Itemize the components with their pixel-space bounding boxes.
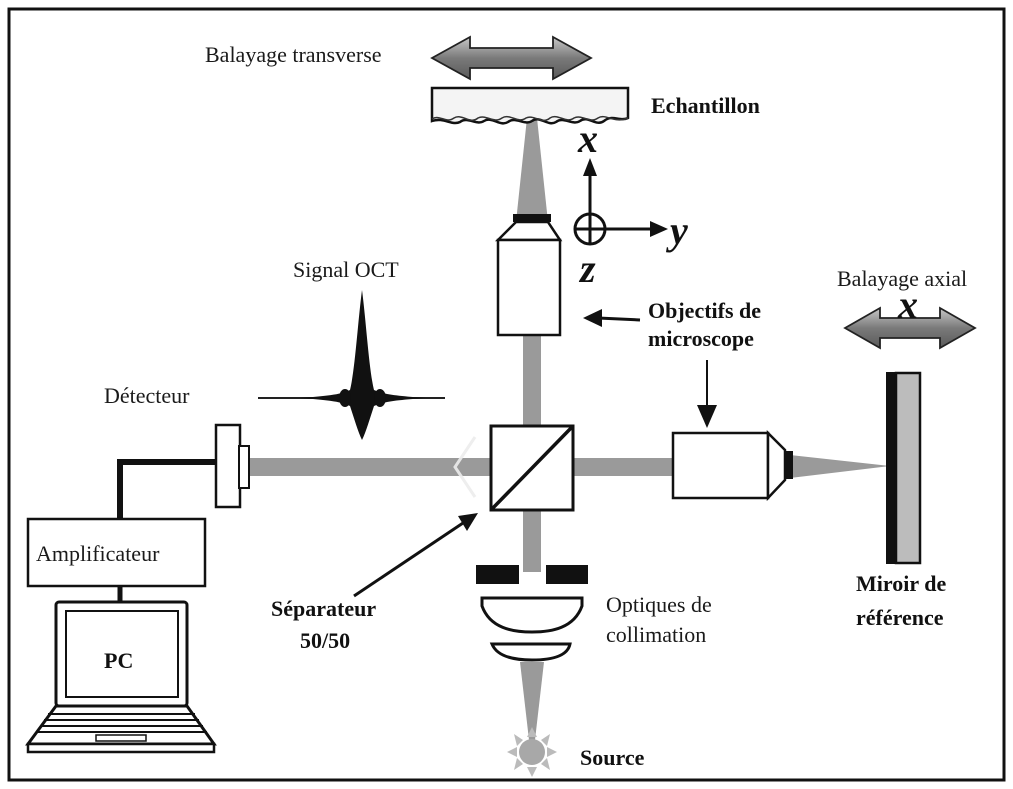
axial-scan-arrow <box>843 306 977 350</box>
collimation-optics <box>476 565 588 662</box>
label-miroir-line1: Miroir de <box>856 571 946 596</box>
label-objectifs-line1: Objectifs de <box>648 298 761 323</box>
label-detecteur: Détecteur <box>104 383 190 408</box>
source-beam-cone <box>520 662 544 740</box>
transverse-scan-arrow <box>430 35 593 81</box>
label-separateur-line2: 50/50 <box>300 628 350 653</box>
return-arrow <box>453 436 477 498</box>
label-pc: PC <box>104 648 133 673</box>
vertical-beam-upper <box>523 335 541 428</box>
oct-signal-waveform <box>258 290 445 440</box>
axis-y-label: y <box>666 208 688 253</box>
splitter-pointer-head <box>458 513 478 531</box>
axis-z-label: z <box>578 246 596 291</box>
objective-pointer <box>597 316 641 322</box>
reference-beam-cone <box>790 455 890 478</box>
coordinate-axes <box>573 158 668 246</box>
reference-mirror <box>886 371 922 565</box>
reference-beam <box>573 458 673 476</box>
label-separateur-line1: Séparateur <box>271 596 376 621</box>
splitter-pointer <box>353 519 467 598</box>
label-optiques-line1: Optiques de <box>606 592 712 617</box>
label-objectifs-line2: microscope <box>648 326 754 351</box>
vertical-beam-lower <box>523 510 541 572</box>
source-icon <box>507 727 557 777</box>
sample-objective <box>494 214 563 337</box>
pc-laptop-icon <box>25 600 217 754</box>
sample-beam-cone <box>516 118 548 222</box>
amplifier-box <box>26 517 207 588</box>
objective-pointer-head <box>583 309 602 327</box>
label-echantillon: Echantillon <box>651 93 760 118</box>
beams <box>248 118 890 740</box>
ref-objective-pointer-head <box>697 405 717 428</box>
beam-splitter-cube <box>489 424 575 512</box>
axial-x-label: x <box>897 282 918 327</box>
axis-x-label: x <box>577 116 598 161</box>
detector-cable <box>117 459 216 519</box>
figure-frame <box>7 7 1006 782</box>
label-optiques-line2: collimation <box>606 622 706 647</box>
label-amplificateur: Amplificateur <box>36 541 160 566</box>
detector <box>214 423 250 509</box>
sample <box>430 86 630 125</box>
label-miroir-line2: référence <box>856 605 944 630</box>
label-balayage-transverse: Balayage transverse <box>205 42 382 67</box>
reference-objective <box>671 429 793 502</box>
label-balayage-axial: Balayage axial <box>837 266 967 291</box>
label-signal-oct: Signal OCT <box>293 257 399 282</box>
label-source: Source <box>580 745 645 770</box>
detector-beam <box>248 458 490 476</box>
